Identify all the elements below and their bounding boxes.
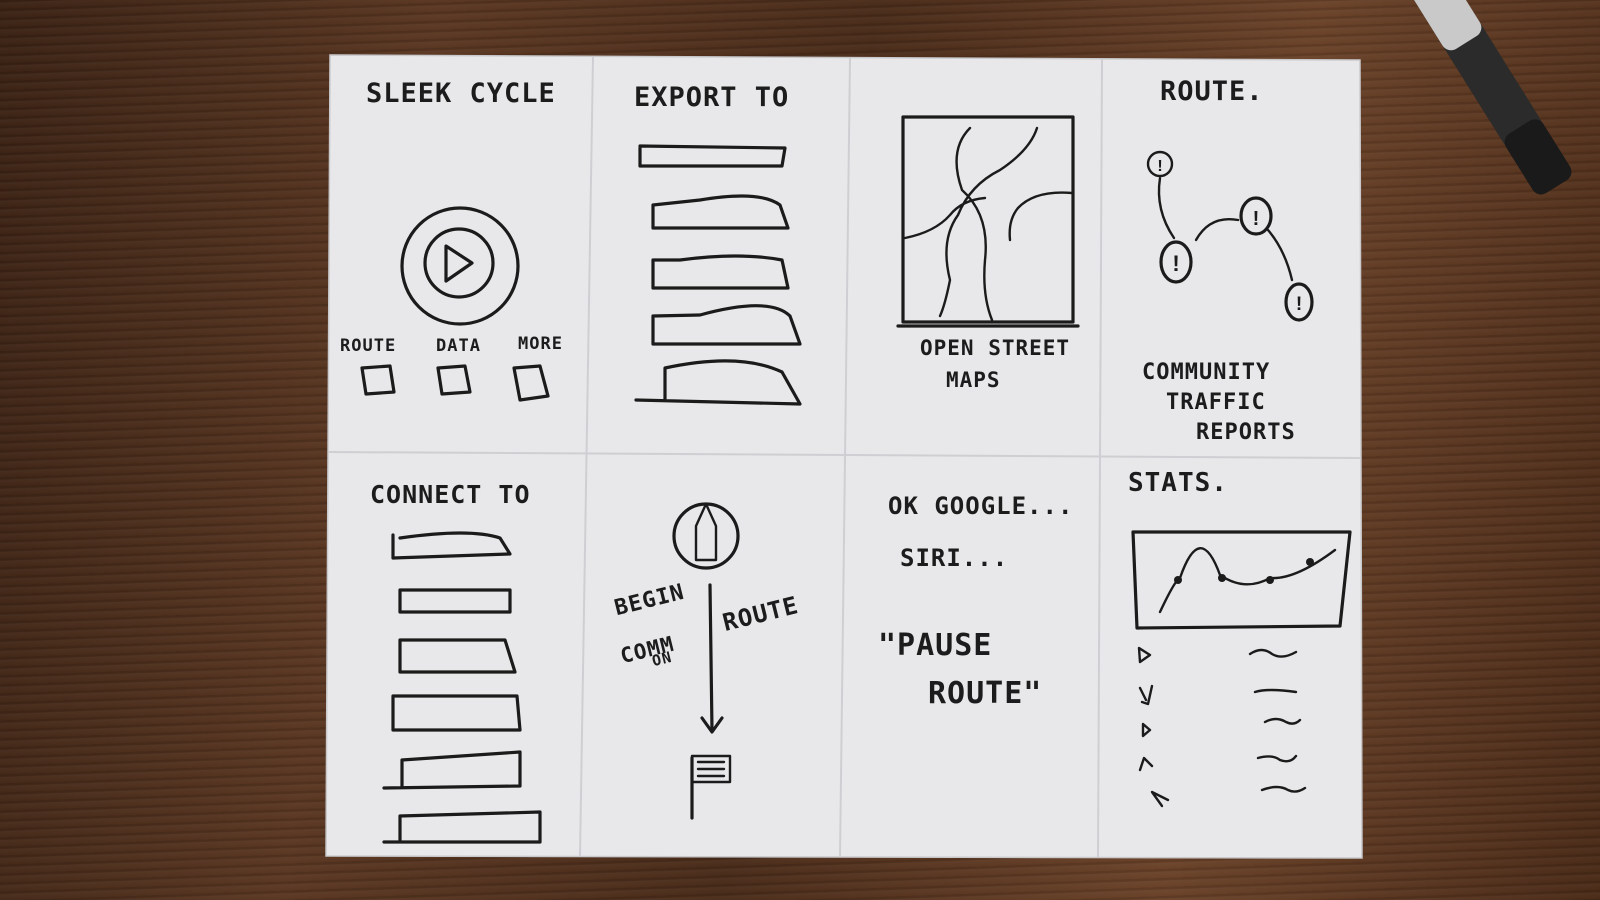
connect-item[interactable] — [398, 638, 517, 674]
warning-pin-icon[interactable] — [1239, 196, 1273, 236]
stat-icon — [1138, 684, 1154, 706]
map-caption-line2: MAPS — [946, 368, 1001, 392]
stats-chart-frame — [1131, 530, 1352, 630]
svg-text:!: ! — [1253, 208, 1260, 230]
warning-pin-icon[interactable] — [1284, 282, 1314, 322]
map-road — [938, 126, 1039, 318]
svg-text:!: ! — [1172, 251, 1179, 276]
stat-icon — [1138, 756, 1154, 772]
stat-icon — [1141, 722, 1152, 738]
export-item[interactable] — [634, 359, 802, 406]
marker-body — [1395, 0, 1543, 150]
connect-item[interactable] — [382, 810, 542, 844]
warning-pin-icon[interactable] — [1159, 240, 1193, 284]
paper — [326, 55, 1362, 858]
route-caption-line3: REPORTS — [1196, 420, 1296, 445]
marker-label — [1393, 0, 1482, 51]
play-icon — [444, 244, 474, 283]
map-frame — [901, 115, 1075, 324]
stat-value — [1248, 648, 1298, 658]
export-item[interactable] — [651, 194, 790, 230]
export-panel — [634, 144, 802, 406]
warning-pin-icon[interactable] — [1146, 150, 1174, 178]
voice-line1: OK GOOGLE... — [888, 492, 1074, 520]
map-road — [903, 196, 987, 240]
marker-cap — [1504, 119, 1572, 195]
stat-value — [1253, 688, 1298, 694]
route-button[interactable] — [360, 364, 396, 396]
route-caption-line1: COMMUNITY — [1142, 360, 1271, 385]
direction-arrow — [708, 583, 714, 732]
navigation-panel — [672, 502, 740, 820]
connect-item[interactable] — [398, 588, 512, 614]
route-line — [1194, 218, 1240, 242]
home-title: SLEEK CYCLE — [366, 78, 556, 109]
finish-flag-icon — [690, 754, 732, 784]
fold-line — [839, 57, 851, 858]
fold-line — [327, 451, 1362, 459]
route-panel: ! ! ! ! — [1146, 150, 1314, 322]
connect-title: CONNECT TO — [370, 480, 531, 509]
location-marker-icon — [694, 502, 718, 562]
stat-value — [1263, 717, 1302, 725]
export-item[interactable] — [651, 304, 802, 346]
map-panel — [896, 115, 1080, 328]
data-button-label: DATA — [436, 336, 481, 356]
connect-panel — [382, 531, 542, 844]
more-button[interactable] — [512, 364, 550, 402]
route-caption-line2: TRAFFIC — [1166, 390, 1266, 415]
fold-line — [579, 56, 594, 857]
stat-value — [1256, 754, 1298, 763]
export-title: EXPORT TO — [634, 82, 790, 113]
more-button-label: MORE — [518, 334, 563, 354]
connect-item[interactable] — [391, 531, 512, 560]
stats-title: STATS. — [1128, 468, 1228, 498]
stat-icon — [1150, 790, 1170, 808]
map-road — [955, 126, 994, 322]
connect-item[interactable] — [391, 694, 522, 732]
voice-quote-line2: ROUTE" — [928, 676, 1043, 711]
export-item[interactable] — [638, 144, 787, 168]
export-item[interactable] — [651, 254, 790, 290]
stat-icon — [1137, 646, 1152, 664]
route-line — [1157, 176, 1176, 240]
map-road — [1008, 191, 1074, 242]
play-ring — [400, 206, 520, 326]
voice-line2: SIRI... — [900, 544, 1009, 572]
connect-item[interactable] — [382, 750, 522, 790]
home-panel — [360, 206, 550, 402]
svg-text:!: ! — [1157, 158, 1162, 175]
route-button-label: ROUTE — [340, 336, 397, 356]
route-line — [1266, 228, 1294, 282]
voice-quote-line1: "PAUSE — [878, 628, 993, 663]
data-button[interactable] — [436, 364, 472, 396]
map-caption-line1: OPEN STREET — [920, 336, 1071, 360]
fold-line — [1097, 58, 1103, 858]
route-title: ROUTE. — [1160, 76, 1264, 107]
svg-text:!: ! — [1296, 294, 1302, 315]
play-button[interactable] — [423, 227, 495, 299]
stat-value — [1260, 785, 1307, 793]
stats-panel — [1131, 530, 1352, 808]
